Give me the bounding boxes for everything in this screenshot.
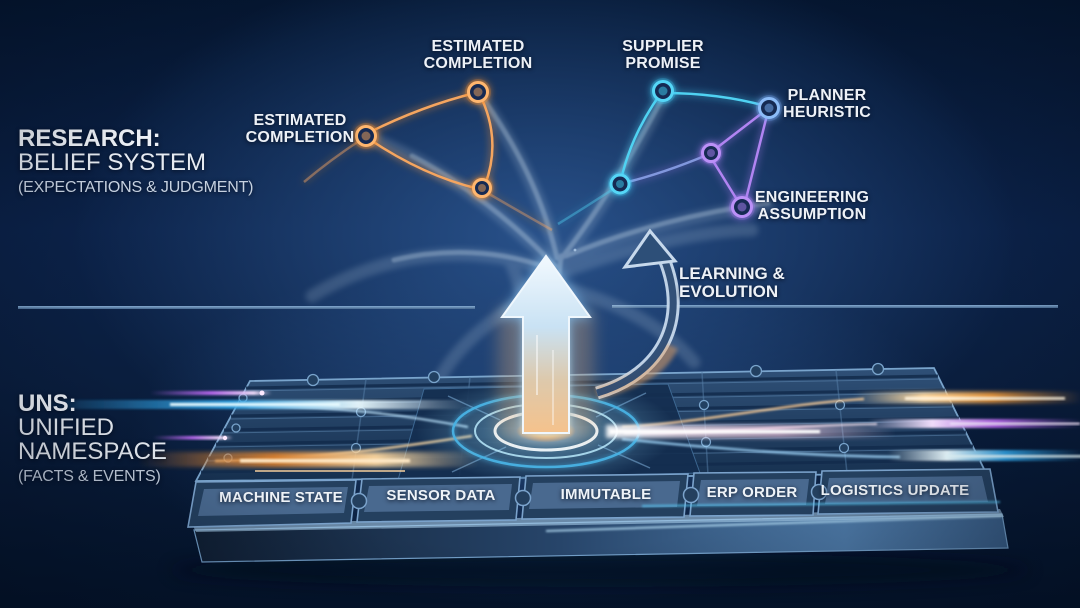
uns-block-machine-state: MACHINE STATE — [219, 489, 343, 506]
uns-heading: UNS: UNIFIED NAMESPACE (FACTS & EVENTS) — [18, 392, 167, 487]
label-planner-heuristic: PLANNER HEURISTIC — [782, 87, 872, 121]
node-supplier-promise — [650, 78, 676, 104]
research-subtitle: BELIEF SYSTEM — [18, 149, 207, 176]
node-purple-mid — [699, 141, 723, 165]
label-estimated-completion-top: ESTIMATED COMPLETION — [423, 38, 533, 72]
research-caption: (EXPECTATIONS & JUDGMENT) — [18, 179, 254, 196]
node-planner-heuristic — [756, 95, 782, 121]
node-cyan-lower — [608, 172, 632, 196]
uns-block-logistics-update: LOGISTICS UPDATE — [820, 482, 970, 499]
label-learning-evolution: LEARNING & EVOLUTION — [679, 264, 785, 301]
uns-caption: (FACTS & EVENTS) — [18, 468, 161, 485]
node-estimated-completion-left — [353, 123, 379, 149]
node-engineering-assumption — [729, 194, 755, 220]
research-title: RESEARCH: — [18, 125, 161, 152]
uns-block-immutable: IMMUTABLE — [560, 486, 652, 503]
label-estimated-completion-left: ESTIMATED COMPLETION — [245, 112, 355, 146]
label-engineering-assumption: ENGINEERING ASSUMPTION — [754, 189, 870, 223]
uns-line3: NAMESPACE — [18, 438, 167, 465]
uns-block-erp-order: ERP ORDER — [706, 484, 798, 501]
node-orange-mid — [470, 176, 494, 200]
uns-title: UNS: — [18, 390, 77, 417]
label-supplier-promise: SUPPLIER PROMISE — [622, 38, 704, 72]
research-heading: RESEARCH: BELIEF SYSTEM (EXPECTATIONS & … — [18, 125, 254, 198]
uns-line2: UNIFIED — [18, 414, 114, 441]
belief-node-group — [353, 78, 782, 220]
node-estimated-completion-top — [465, 79, 491, 105]
uns-block-sensor-data: SENSOR DATA — [386, 487, 496, 504]
